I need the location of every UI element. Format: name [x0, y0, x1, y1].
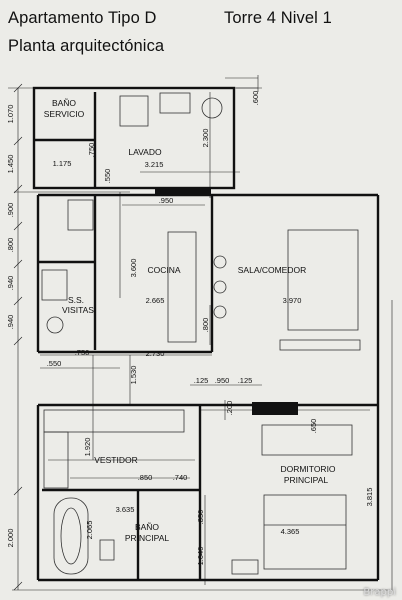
dim-1920: 1.920 [83, 438, 92, 457]
dim-2730: 2.730 [146, 349, 165, 358]
dim-125a: .125 [194, 376, 209, 385]
dim-1175: 1.175 [53, 159, 72, 168]
room-lavado: LAVADO [128, 147, 162, 157]
dim-3815: 3.815 [365, 488, 374, 507]
dim-950b: .950 [215, 376, 230, 385]
dim-1040: 1.040 [196, 547, 205, 566]
dim-550b: .550 [47, 359, 62, 368]
dim-2065: 2.065 [85, 521, 94, 540]
dim-800a: .800 [6, 238, 15, 253]
dim-750a: .750 [87, 143, 96, 158]
dim-550a: .550 [103, 169, 112, 184]
room-visitas: VISITAS [62, 305, 94, 315]
tower-level-label: Torre 4 Nivel 1 [224, 9, 332, 27]
furniture [41, 92, 361, 575]
dim-2000: 2.000 [6, 529, 15, 548]
dim-600: .600 [251, 91, 260, 106]
dim-650: .650 [309, 419, 318, 434]
plan-subtitle: Planta arquitectónica [8, 37, 165, 55]
room-dormitorio-1: DORMITORIO [280, 464, 335, 474]
dim-850b: .850 [196, 510, 205, 525]
dimension-lines [8, 75, 393, 592]
room-dormitorio-2: PRINCIPAL [284, 475, 329, 485]
room-ss: S.S. [68, 295, 84, 305]
dim-200: .200 [225, 401, 234, 416]
room-sala-comedor: SALA/COMEDOR [238, 265, 307, 275]
dim-750b: .750 [75, 348, 90, 357]
dim-3215: 3.215 [145, 160, 164, 169]
beam-lower [252, 402, 298, 415]
plan-title: Apartamento Tipo D [8, 9, 157, 27]
room-bano-principal-2: PRINCIPAL [125, 533, 170, 543]
dim-2665: 2.665 [146, 296, 165, 305]
dim-2300: 2.300 [201, 129, 210, 148]
beam-upper [155, 189, 211, 196]
dim-3970: 3.970 [283, 296, 302, 305]
dim-3635: 3.635 [116, 505, 135, 514]
room-cocina: COCINA [147, 265, 180, 275]
dimension-labels: 1.175 3.215 .950 2.665 3.970 .750 2.730 … [47, 159, 302, 536]
dim-940b: .940 [6, 315, 15, 330]
room-bano-principal-1: BAÑO [135, 522, 159, 532]
dim-740: .740 [173, 473, 188, 482]
dim-125b: .125 [238, 376, 253, 385]
watermark: Brappi [363, 587, 396, 598]
room-bano-servicio-1: BAÑO [52, 98, 76, 108]
dim-850a: .850 [138, 473, 153, 482]
dim-950a: .950 [159, 196, 174, 205]
dim-800b: .800 [201, 318, 210, 333]
dim-1070: 1.070 [6, 105, 15, 124]
room-vestidor: VESTIDOR [94, 455, 137, 465]
dim-1530: 1.530 [129, 366, 138, 385]
dim-1450: 1.450 [6, 155, 15, 174]
room-bano-servicio-2: SERVICIO [44, 109, 85, 119]
dim-4365: 4.365 [281, 527, 300, 536]
dimension-labels-vertical: 1.070 1.450 .900 .800 .940 .940 2.000 .7… [6, 91, 374, 566]
dim-940a: .940 [6, 276, 15, 291]
dim-3600: 3.600 [129, 259, 138, 278]
room-labels: BAÑO SERVICIO LAVADO COCINA SALA/COMEDOR… [44, 98, 336, 543]
dim-900: .900 [6, 203, 15, 218]
